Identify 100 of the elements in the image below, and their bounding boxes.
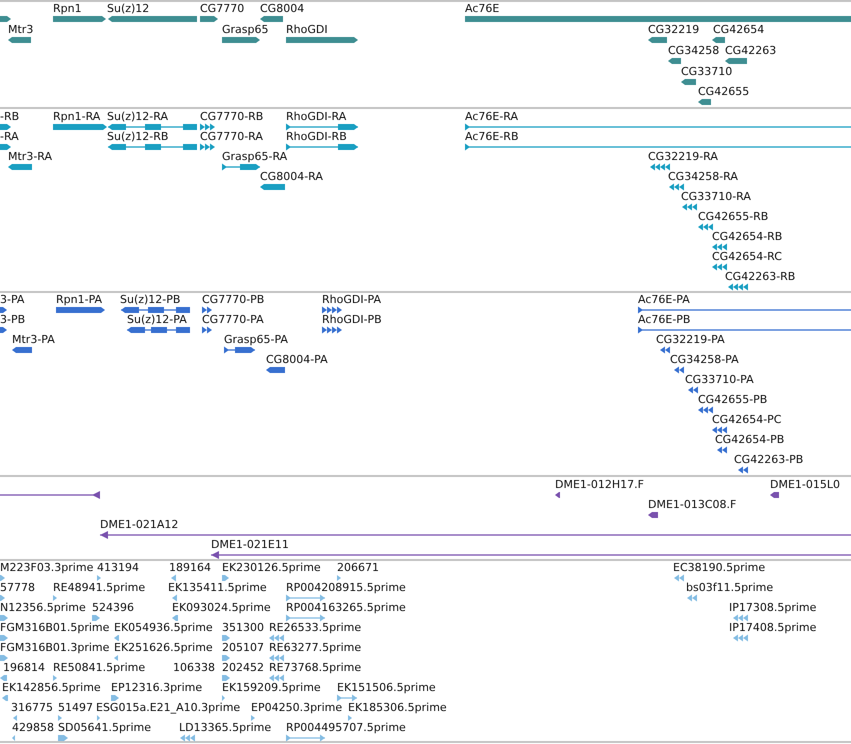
feature-label: EK142856.5prime <box>2 681 101 695</box>
feature-label: Su(z)12 <box>107 2 150 16</box>
feature-label: CG42263 <box>725 44 776 58</box>
feature-label: DME1-021E11 <box>211 538 289 552</box>
feature-label: CG7770 <box>200 2 244 16</box>
feature-label: 189164 <box>169 561 211 575</box>
feature-label: Ac76E-RA <box>465 110 518 124</box>
feature-label: RE26533.5prime <box>269 621 362 635</box>
feature-label: 205107 <box>222 641 264 655</box>
feature-label: EK093024.5prime <box>172 601 271 615</box>
feature-label: CG34258 <box>668 44 720 58</box>
feature-label: Ac76E-PB <box>638 313 690 327</box>
feature-label: Su(z)12-PA <box>127 313 187 327</box>
feature-label: CG42263-RB <box>725 270 796 284</box>
feature-label: bs03f11.5prime <box>686 581 774 595</box>
feature-label: Mtr3-RA <box>8 150 52 164</box>
feature-label: RhoGDI-PB <box>322 313 382 327</box>
feature-label: DME1-013C08.F <box>648 498 736 512</box>
feature-label: RP004495707.5prime <box>286 721 406 735</box>
feature-label: CG42654-RC <box>712 250 782 264</box>
feature-label: SD05641.5prime <box>58 721 151 735</box>
feature-label: EC38190.5prime <box>673 561 766 575</box>
feature-label: CG34258-PA <box>670 353 739 367</box>
feature-label: 351300 <box>222 621 264 635</box>
feature-label: EP04250.3prime <box>251 701 342 715</box>
feature-label: RE63277.5prime <box>269 641 362 655</box>
feature-label: CG8004-PA <box>266 353 328 367</box>
feature-label: M223F03.3prime <box>0 561 94 575</box>
feature-label: Grasp65-RA <box>222 150 288 164</box>
feature-label: EK251626.5prime <box>114 641 213 655</box>
feature-label: CG34258-RA <box>668 170 738 184</box>
feature-label: CG7770-RA <box>200 130 263 144</box>
feature-label: 316775 <box>11 701 53 715</box>
feature-label: RP004208915.5prime <box>286 581 406 595</box>
feature-label: CG7770-RB <box>200 110 264 124</box>
feature-label: DME1-021A12 <box>100 518 178 532</box>
feature-label: RE73768.5prime <box>269 661 362 675</box>
feature-label: Ac76E-PA <box>638 293 690 307</box>
feature-label: Su(z)12-RB <box>107 130 168 144</box>
feature-label: FGM316B01.5prime <box>0 621 110 635</box>
feature-label: CG33710-RA <box>681 190 751 204</box>
feature-label: CG7770-PB <box>202 293 264 307</box>
feature-label: Ac76E <box>465 2 500 16</box>
feature-label: -RB <box>0 110 20 124</box>
feature-label: RP004163265.5prime <box>286 601 406 615</box>
feature-label: EK151506.5prime <box>337 681 436 695</box>
feature-label: Mtr3-PA <box>12 333 55 347</box>
feature-label: CG42655-RB <box>698 210 768 224</box>
feature-label: IP17408.5prime <box>729 621 816 635</box>
feature-label: CG32219-RA <box>648 150 718 164</box>
feature-label: 196814 <box>3 661 45 675</box>
feature-label: 3-PA <box>0 293 24 307</box>
feature-label: Su(z)12-RA <box>107 110 168 124</box>
feature-label: Rpn1 <box>53 2 82 16</box>
feature-label: CG8004 <box>260 2 304 16</box>
feature-label: RhoGDI <box>286 23 328 37</box>
feature-label: EK230126.5prime <box>222 561 321 575</box>
feature-label: CG42654-PC <box>712 413 782 427</box>
feature-label: EK159209.5prime <box>222 681 321 695</box>
feature-label: N12356.5prime <box>0 601 86 615</box>
feature-label: CG42654-PB <box>715 433 784 447</box>
feature-label: RE50841.5prime <box>53 661 146 675</box>
feature-label: FGM316B01.3prime <box>0 641 110 655</box>
feature-label: CG42654-RB <box>712 230 782 244</box>
feature-label: CG33710-PA <box>685 373 754 387</box>
feature-label: EK135411.5prime <box>168 581 267 595</box>
feature-label: EP12316.3prime <box>111 681 202 695</box>
feature-label: Mtr3 <box>8 23 34 37</box>
feature-label: 413194 <box>97 561 139 575</box>
feature-label: RE48941.5prime <box>53 581 146 595</box>
feature-label: EK054936.5prime <box>114 621 213 635</box>
feature-label: CG42263-PB <box>734 453 804 467</box>
feature-label: Rpn1-PA <box>56 293 102 307</box>
feature-label: RhoGDI-PA <box>322 293 382 307</box>
feature-label: 51497 <box>58 701 93 715</box>
feature-label: CG7770-PA <box>202 313 264 327</box>
feature-label: 106338 <box>173 661 215 675</box>
feature-label: IP17308.5prime <box>729 601 816 615</box>
feature-label: DME1-015L0 <box>770 478 840 492</box>
feature-label: 202452 <box>222 661 264 675</box>
feature-label: DME1-012H17.F <box>555 478 644 492</box>
feature-label: Su(z)12-PB <box>120 293 180 307</box>
feature-label: RhoGDI-RA <box>286 110 346 124</box>
feature-label: RhoGDI-RB <box>286 130 347 144</box>
feature-label: Grasp65-PA <box>224 333 288 347</box>
feature-label: CG42655-PB <box>698 393 768 407</box>
feature-label: ESG015a.E21_A10.3prime <box>96 701 240 715</box>
feature-label: CG42654 <box>713 23 764 37</box>
feature-label: 57778 <box>0 581 35 595</box>
feature-label: CG32219-PA <box>656 333 725 347</box>
feature-label: LD13365.5prime <box>179 721 272 735</box>
feature-label: 206671 <box>337 561 379 575</box>
feature-label: -RA <box>0 130 19 144</box>
feature-label: CG33710 <box>681 65 732 79</box>
feature-label: CG32219 <box>648 23 700 37</box>
feature-label: 3-PB <box>0 313 26 327</box>
feature-label: EK185306.5prime <box>348 701 447 715</box>
feature-label: Grasp65 <box>222 23 268 37</box>
feature-label: CG42655 <box>698 85 750 99</box>
feature-label: 429858 <box>12 721 54 735</box>
